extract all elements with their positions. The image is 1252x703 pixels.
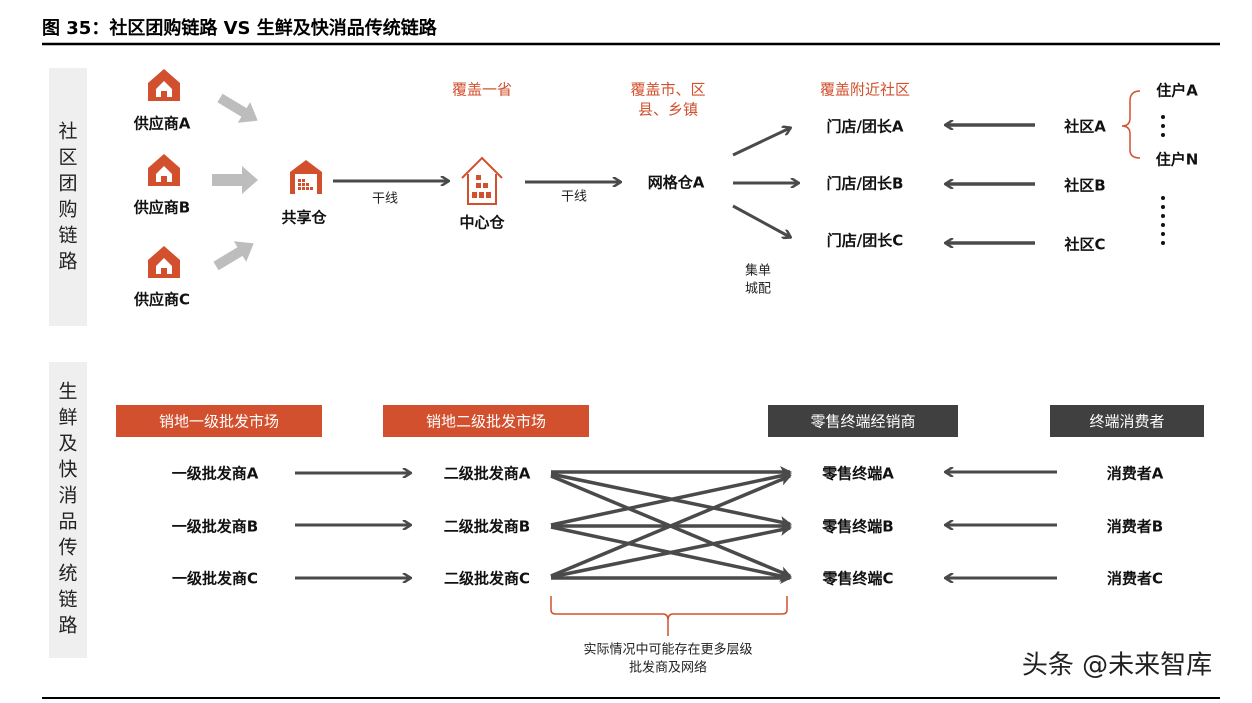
ellipsis-dots	[1161, 115, 1165, 245]
trunk-label-2: 干线	[561, 190, 587, 205]
retail-terminal-b: 零售终端B	[821, 518, 893, 536]
community-c: 社区C	[1063, 236, 1105, 254]
secondary-wholesaler-c: 二级批发商C	[444, 570, 530, 588]
gray-arrow	[212, 166, 258, 194]
bottom-side-panel	[49, 362, 87, 658]
consumer-c: 消费者C	[1107, 570, 1163, 588]
coverage-province: 覆盖一省	[452, 81, 512, 99]
side-char: 区	[58, 147, 77, 169]
store-c: 门店/团长C	[827, 232, 904, 250]
cross-arrows	[550, 466, 792, 584]
community-a: 社区A	[1063, 118, 1106, 136]
secondary-wholesaler-a: 二级批发商A	[444, 465, 531, 483]
supplier-a: 供应商A	[133, 115, 191, 133]
side-char: 鲜	[58, 407, 77, 429]
side-char: 品	[58, 511, 77, 533]
arrow	[732, 204, 790, 237]
grid-warehouse-label: 网格仓A	[648, 174, 705, 192]
side-char: 快	[58, 459, 77, 481]
side-char: 统	[58, 563, 77, 585]
side-char: 路	[58, 615, 77, 637]
house-icon	[148, 154, 180, 186]
side-char: 团	[58, 173, 77, 195]
community-b: 社区B	[1063, 177, 1105, 195]
consumer-arrows	[946, 472, 1057, 578]
arrow	[550, 474, 792, 578]
coverage-city-line2: 县、乡镇	[638, 101, 698, 119]
supplier-c: 供应商C	[133, 291, 190, 309]
consumer-a: 消费者A	[1107, 465, 1164, 483]
network-brace	[550, 596, 788, 636]
note-line2: 批发商及网络	[629, 660, 707, 676]
arrow	[550, 470, 792, 527]
header-end-consumer	[1050, 405, 1204, 437]
resident-a: 住户A	[1156, 82, 1198, 100]
side-char: 购	[58, 199, 77, 221]
distribution-arrows	[732, 128, 798, 237]
figure-title: 图 35：社区团购链路 VS 生鲜及快消品传统链路	[42, 17, 438, 39]
trunk-label-1: 干线	[372, 192, 398, 207]
retail-terminal-c: 零售终端C	[821, 570, 893, 588]
store-b: 门店/团长B	[827, 175, 904, 193]
gray-arrow	[217, 93, 258, 123]
arrow	[550, 524, 792, 579]
header-secondary-market-label: 销地二级批发市场	[426, 413, 546, 431]
resident-n: 住户N	[1156, 151, 1199, 169]
side-char: 链	[58, 589, 77, 611]
side-char: 消	[58, 485, 77, 507]
primary-wholesaler-b: 一级批发商B	[172, 518, 258, 536]
note-line1: 实际情况中可能存在更多层级	[583, 642, 752, 658]
side-char: 路	[58, 251, 77, 273]
primary-wholesaler-a: 一级批发商A	[172, 465, 259, 483]
header-retail-distributor-label: 零售终端经销商	[810, 413, 915, 431]
consolidation-line1: 集单	[745, 263, 771, 279]
consolidation-line2: 城配	[745, 282, 771, 297]
central-warehouse-label: 中心仓	[459, 214, 505, 232]
resident-brace	[1121, 90, 1141, 159]
header-secondary-market	[383, 405, 589, 437]
coverage-city-line1: 覆盖市、区	[630, 81, 705, 99]
community-arrows	[946, 125, 1035, 243]
header-primary-market-label: 销地一级批发市场	[159, 413, 279, 431]
top-side-label: 社 区 团 购 链 路	[58, 121, 77, 273]
arrow	[732, 128, 790, 157]
watermark: 头条 @未来智库	[1022, 651, 1212, 681]
side-char: 社	[58, 121, 77, 143]
supplier-b: 供应商B	[133, 199, 190, 217]
primary-wholesaler-c: 一级批发商C	[172, 570, 258, 588]
consumer-b: 消费者B	[1107, 518, 1163, 536]
bottom-side-label: 生 鲜 及 快 消 品 传 统 链 路	[58, 381, 77, 637]
header-end-consumer-label: 终端消费者	[1089, 413, 1164, 431]
top-side-panel	[49, 68, 87, 326]
house-icon	[148, 246, 180, 278]
central-warehouse-icon	[461, 156, 503, 205]
house-icon	[148, 69, 180, 101]
supplier-arrows	[212, 93, 258, 271]
side-char: 生	[58, 381, 77, 403]
shared-warehouse-label: 共享仓	[281, 209, 327, 227]
coverage-nearby: 覆盖附近社区	[820, 81, 910, 99]
side-char: 链	[58, 225, 77, 247]
side-char: 传	[58, 537, 77, 559]
header-primary-market	[116, 405, 322, 437]
retail-terminal-a: 零售终端A	[821, 465, 894, 483]
header-retail-distributor	[768, 405, 958, 437]
gray-arrow	[213, 241, 254, 271]
secondary-wholesaler-b: 二级批发商B	[444, 518, 530, 536]
primary-arrows	[295, 473, 410, 578]
side-char: 及	[58, 433, 77, 455]
store-a: 门店/团长A	[826, 118, 903, 136]
warehouse-icon	[290, 160, 322, 194]
